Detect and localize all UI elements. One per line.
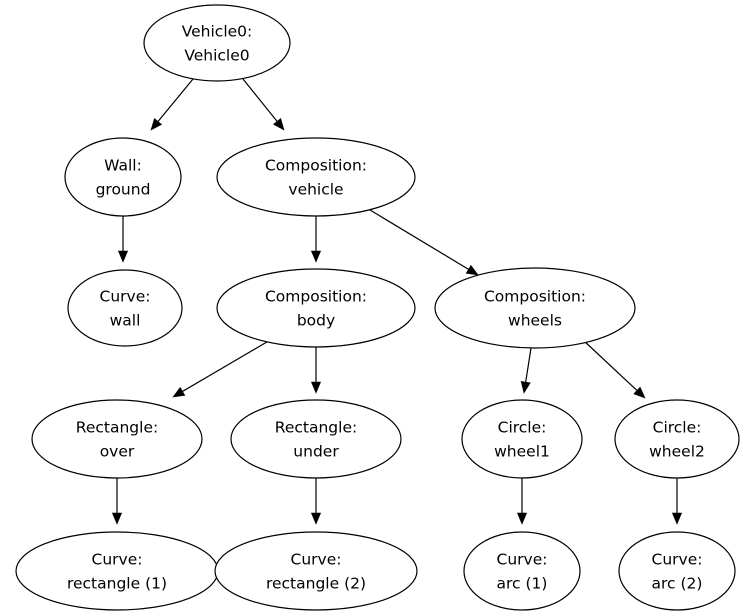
node-ellipse[interactable] xyxy=(214,531,418,611)
node-label-name: wall xyxy=(110,312,141,330)
edge-line xyxy=(525,347,532,383)
node-ellipse[interactable] xyxy=(618,531,736,611)
node-ellipse[interactable] xyxy=(461,399,583,479)
graph-edge xyxy=(150,78,194,131)
graph-node-curve-rectangle-1[interactable]: Curve: rectangle (1) xyxy=(15,531,219,611)
graph-edge xyxy=(520,347,532,394)
edge-line xyxy=(364,206,469,270)
node-label-name: arc (2) xyxy=(652,575,703,593)
edge-arrowhead xyxy=(465,264,479,276)
graph-node-composition-vehicle[interactable]: Composition: vehicle xyxy=(216,137,416,217)
graph-edge xyxy=(671,478,683,525)
graph-node-composition-body[interactable]: Composition: body xyxy=(216,268,416,348)
node-label-type: Curve: xyxy=(100,288,151,306)
node-ellipse[interactable] xyxy=(463,531,581,611)
node-label-name: body xyxy=(297,312,335,330)
graph-edge xyxy=(242,78,285,131)
node-label-name: wheels xyxy=(508,312,562,330)
graph-node-wall-ground[interactable]: Wall: ground xyxy=(64,137,182,217)
node-label-name: over xyxy=(100,443,135,461)
graph-edge xyxy=(310,216,322,263)
node-label-type: Circle: xyxy=(653,419,702,437)
node-ellipse[interactable] xyxy=(614,399,740,479)
node-ellipse[interactable] xyxy=(216,268,416,348)
node-label-type: Curve: xyxy=(291,551,342,569)
node-label-name: ground xyxy=(96,181,151,199)
graph-node-circle-wheel2[interactable]: Circle: wheel2 xyxy=(614,399,740,479)
node-label-name: rectangle (2) xyxy=(266,575,366,593)
node-label-type: Wall: xyxy=(104,157,142,175)
edge-arrowhead xyxy=(111,512,123,525)
graph-node-circle-wheel1[interactable]: Circle: wheel1 xyxy=(461,399,583,479)
graph-node-curve-arc-1[interactable]: Curve: arc (1) xyxy=(463,531,581,611)
graph-node-curve-wall[interactable]: Curve: wall xyxy=(67,269,183,347)
edge-line xyxy=(582,339,638,391)
graph-edge xyxy=(364,206,479,276)
node-ellipse[interactable] xyxy=(31,399,203,479)
graph-edge xyxy=(310,478,322,525)
graph-edge xyxy=(111,478,123,525)
node-label-type: Curve: xyxy=(652,551,703,569)
graph-edge xyxy=(172,338,273,398)
graph-node-vehicle0[interactable]: Vehicle0: Vehicle0 xyxy=(143,4,291,82)
node-label-name: arc (1) xyxy=(497,575,548,593)
edge-arrowhead xyxy=(671,512,683,525)
graph-node-curve-rectangle-2[interactable]: Curve: rectangle (2) xyxy=(214,531,418,611)
node-ellipse[interactable] xyxy=(434,267,636,349)
node-label-name: under xyxy=(293,443,339,461)
edge-arrowhead xyxy=(310,381,322,394)
graph-node-curve-arc-2[interactable]: Curve: arc (2) xyxy=(618,531,736,611)
edge-arrowhead xyxy=(150,118,163,131)
node-label-type: Composition: xyxy=(484,288,586,306)
node-ellipse[interactable] xyxy=(15,531,219,611)
edge-line xyxy=(242,78,278,122)
node-label-type: Rectangle: xyxy=(275,419,357,437)
edge-arrowhead xyxy=(310,250,322,263)
node-label-type: Curve: xyxy=(497,551,548,569)
edge-arrowhead xyxy=(516,512,528,525)
edge-arrowhead xyxy=(117,250,129,263)
graph-edge xyxy=(516,478,528,525)
nodes-layer: Vehicle0:Vehicle0Wall:groundComposition:… xyxy=(15,4,740,611)
node-label-type: Composition: xyxy=(265,288,367,306)
node-ellipse[interactable] xyxy=(64,137,182,217)
node-label-name: wheel1 xyxy=(494,443,550,461)
node-label-type: Rectangle: xyxy=(76,419,158,437)
graph-edge xyxy=(582,339,646,399)
graph-edge xyxy=(117,216,129,263)
edge-arrowhead xyxy=(310,512,322,525)
edge-arrowhead xyxy=(633,386,646,399)
graph-node-rectangle-over[interactable]: Rectangle: over xyxy=(31,399,203,479)
node-label-name: vehicle xyxy=(288,181,343,199)
edge-line xyxy=(157,78,194,122)
node-ellipse[interactable] xyxy=(230,399,402,479)
edge-arrowhead xyxy=(520,381,531,394)
node-label-name: rectangle (1) xyxy=(67,575,167,593)
node-label-type: Circle: xyxy=(498,419,547,437)
node-label-type: Vehicle0: xyxy=(182,23,253,41)
edge-arrowhead xyxy=(172,386,186,398)
node-ellipse[interactable] xyxy=(216,137,416,217)
edges-layer xyxy=(111,78,683,525)
edge-arrowhead xyxy=(272,118,285,131)
node-label-type: Curve: xyxy=(92,551,143,569)
node-ellipse[interactable] xyxy=(143,4,291,82)
graph-node-composition-wheels[interactable]: Composition: wheels xyxy=(434,267,636,349)
node-label-type: Composition: xyxy=(265,157,367,175)
graph-edge xyxy=(310,347,322,394)
graph-node-rectangle-under[interactable]: Rectangle: under xyxy=(230,399,402,479)
node-label-name: wheel2 xyxy=(649,443,705,461)
edge-line xyxy=(182,338,273,392)
node-label-name: Vehicle0 xyxy=(184,47,249,65)
node-ellipse[interactable] xyxy=(67,269,183,347)
